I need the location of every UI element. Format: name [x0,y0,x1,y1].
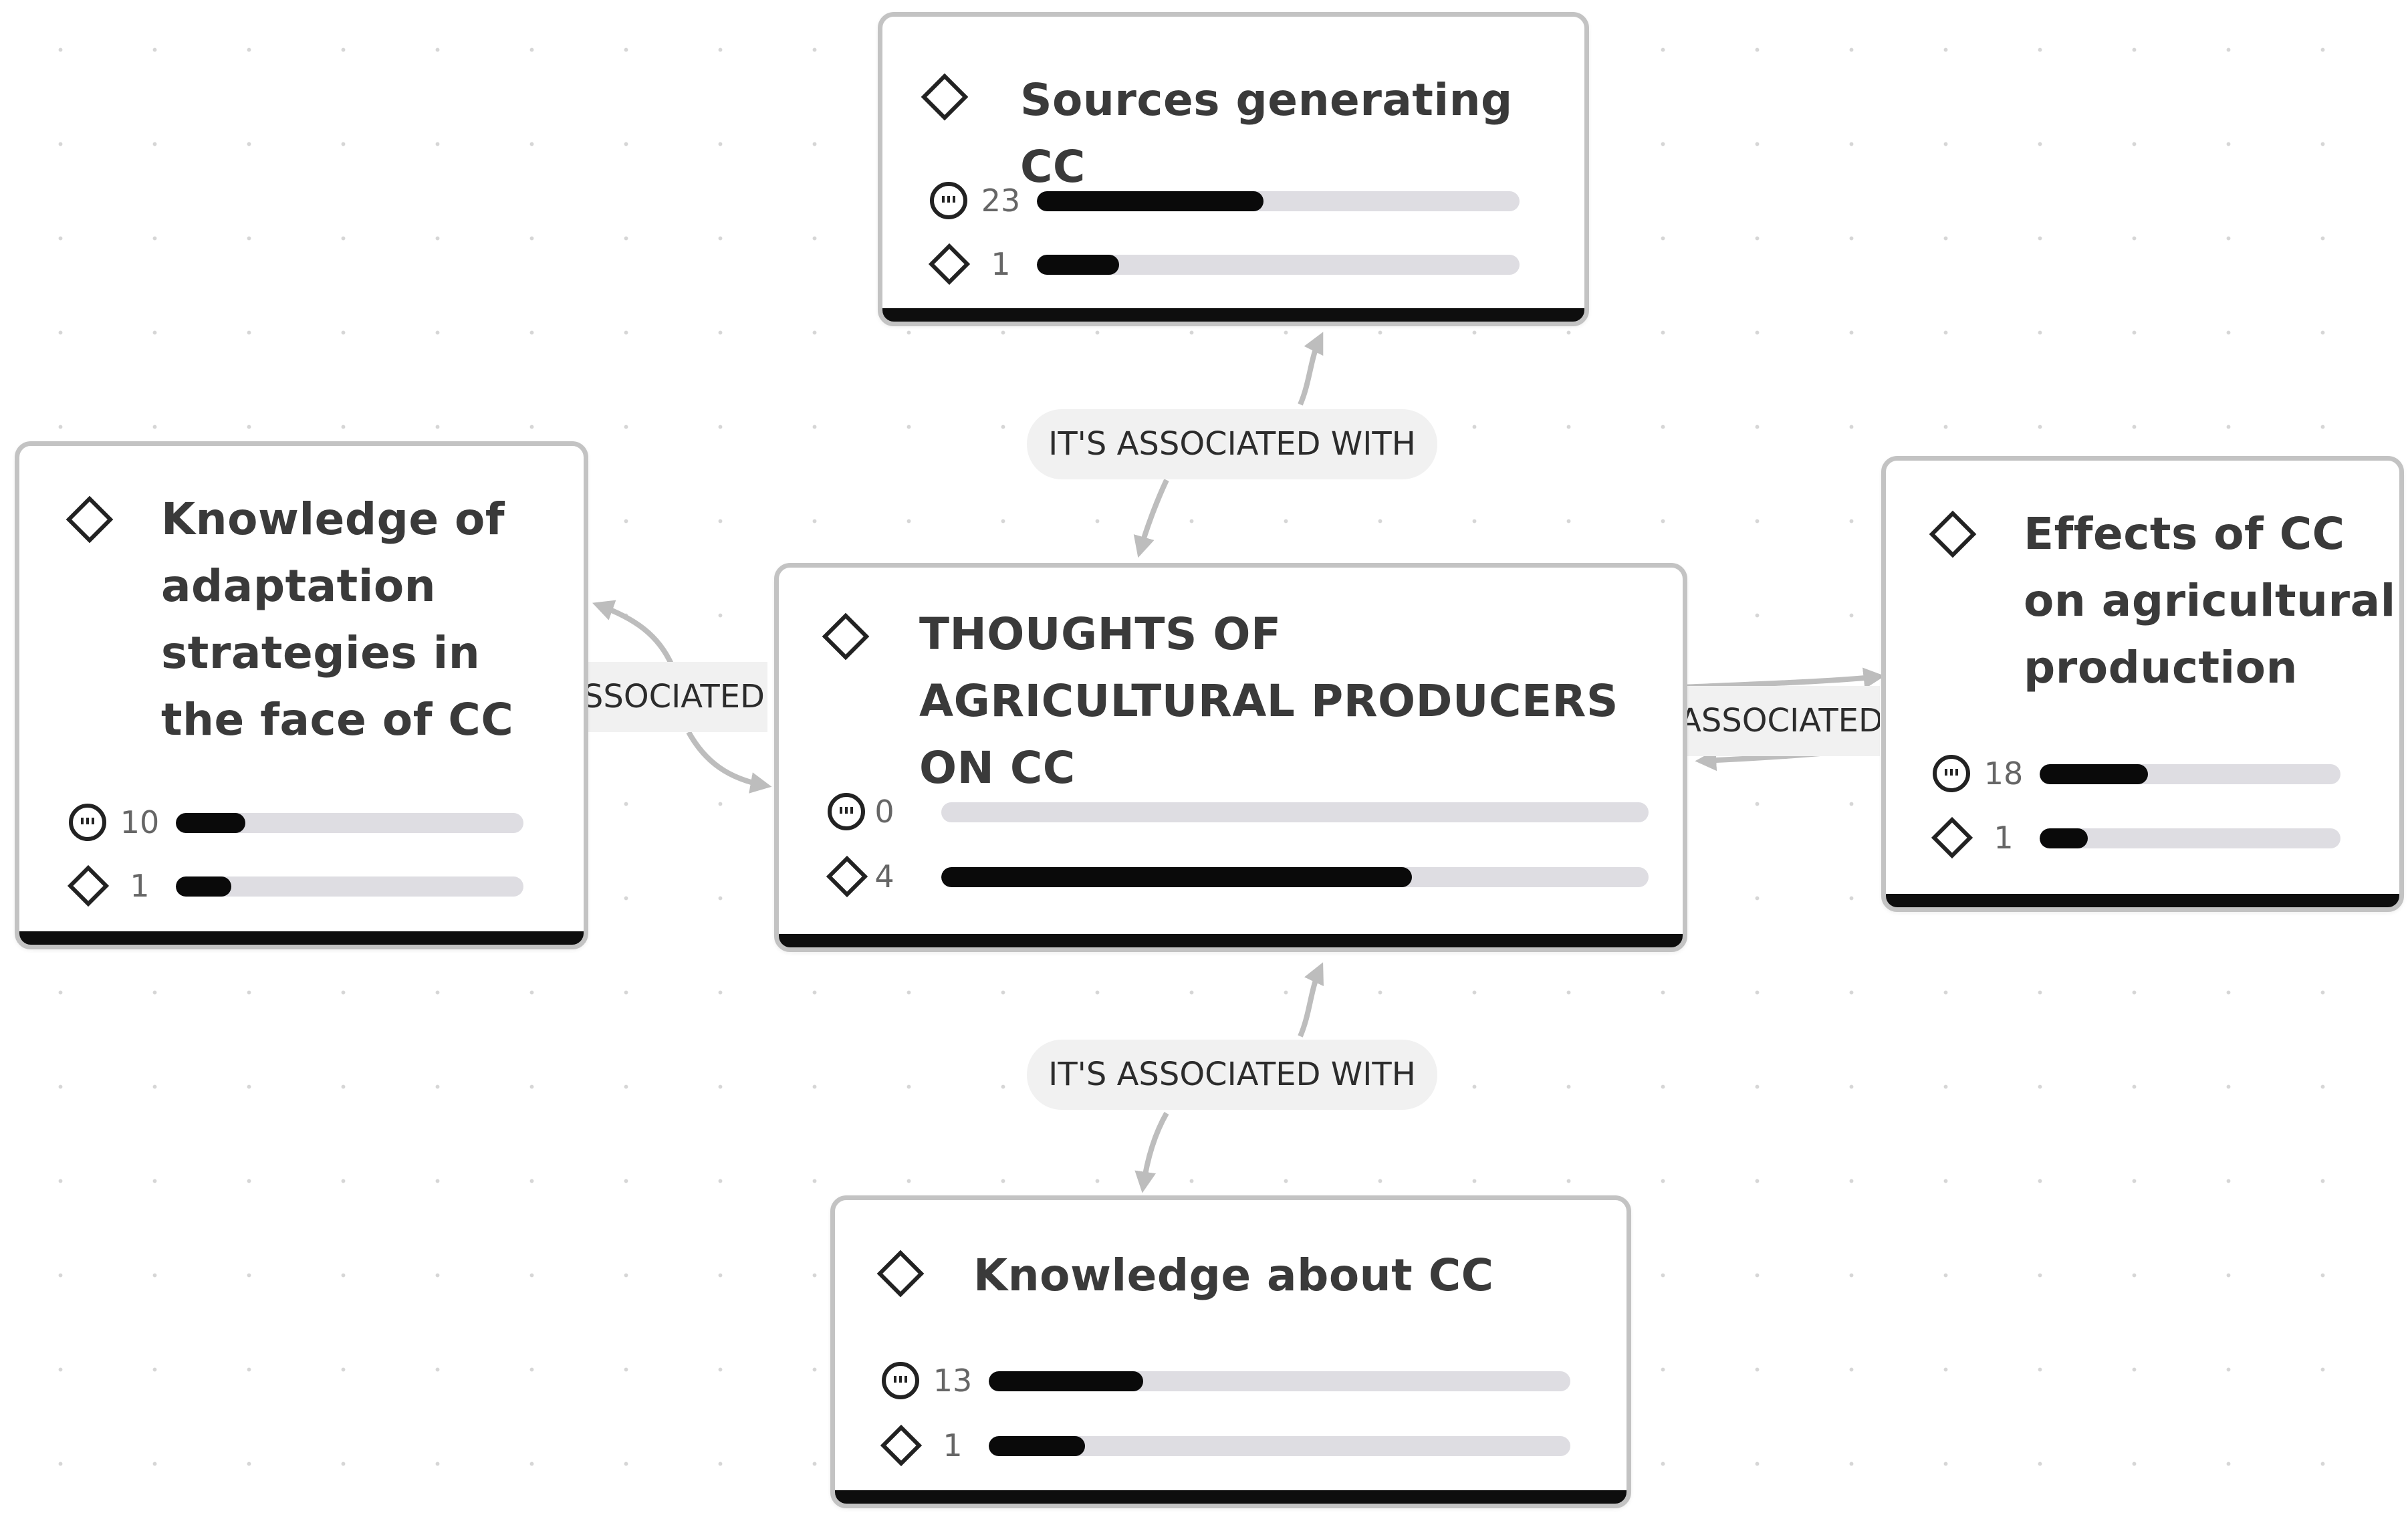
edge-line-left-upper[interactable] [592,600,675,667]
node-sources-generating-cc[interactable]: Sources generating CC 23 1 [878,12,1589,326]
node-title: Sources generating CC [1020,74,1513,193]
diamond-icon [921,73,969,121]
code-count: 1 [943,1427,963,1464]
code-count: 1 [130,868,150,904]
diamond-icon [928,243,971,285]
node-title: Knowledge about CC [973,1250,1494,1301]
code-stat: 1 [880,1424,1604,1467]
quote-icon [69,804,106,841]
quotation-bar [989,1371,1570,1391]
edge-line-left-lower[interactable] [686,731,772,794]
diamond-icon [67,864,110,907]
quote-icon [930,182,967,219]
code-count: 4 [874,858,894,895]
node-title: Knowledge of adaptation strategies in th… [161,493,514,745]
code-bar-fill [941,867,1412,887]
node-title: Effects of CC on agricultural production [2024,508,2396,693]
quotation-count: 10 [120,804,160,840]
code-stat: 1 [1931,816,2394,859]
node-knowledge-of-adaptation[interactable]: Knowledge of adaptation strategies in th… [15,441,588,949]
quotation-bar-fill [2040,764,2148,784]
quote-icon [882,1362,919,1399]
code-stat: 1 [67,864,577,907]
code-bar [176,876,523,897]
code-bar [2040,828,2340,848]
quotation-bar-fill [989,1371,1143,1391]
diamond-icon [822,612,870,661]
edge-label-bottom[interactable]: IT'S ASSOCIATED WITH [1027,1040,1437,1110]
quotation-bar [1037,191,1520,211]
edge-label-left[interactable]: SSOCIATED [579,662,767,732]
node-knowledge-about-cc[interactable]: Knowledge about CC 13 1 [830,1195,1631,1508]
code-stat: 4 [826,855,1657,898]
quotation-stat: 23 [930,181,1558,221]
edge-label-top[interactable]: IT'S ASSOCIATED WITH [1027,409,1437,479]
node-thoughts-of-producers[interactable]: THOUGHTS OF AGRICULTURAL PRODUCERS ON CC… [774,563,1687,952]
code-bar-fill [2040,828,2088,848]
quotation-stat: 13 [882,1361,1604,1401]
quotation-bar-fill [1037,191,1264,211]
quotation-bar-fill [176,813,245,833]
code-bar [1037,255,1520,275]
quotation-bar [176,813,523,833]
quotation-bar [2040,764,2340,784]
edge-line-bottom-upper[interactable] [1298,962,1324,1038]
diamond-icon [1929,510,1977,558]
code-count: 1 [1994,820,2014,856]
code-bar-fill [989,1436,1085,1456]
quote-icon [1933,755,1970,792]
quotation-count: 0 [874,794,894,830]
code-bar [989,1436,1570,1456]
code-count: 1 [991,246,1011,282]
quotation-count: 13 [933,1363,973,1399]
quote-icon [828,793,865,830]
diamond-icon [826,855,868,898]
quotation-stat: 18 [1933,753,2394,794]
diamond-icon [876,1250,925,1298]
edge-line-bottom-lower[interactable] [1134,1112,1169,1193]
quotation-count: 23 [981,183,1021,219]
quotation-bar [941,802,1649,822]
code-bar-fill [176,876,232,897]
diamond-icon [1931,816,1973,859]
quotation-stat: 0 [828,792,1657,832]
edge-label-right[interactable]: ASSOCIATED [1679,686,1880,756]
diamond-icon [880,1424,923,1467]
edge-line-top-lower[interactable] [1133,479,1169,558]
code-stat: 1 [928,243,1558,285]
code-bar [941,867,1649,887]
node-effects-of-cc[interactable]: Effects of CC on agricultural production… [1881,456,2404,912]
quotation-stat: 10 [69,802,577,842]
edge-line-top[interactable] [1298,332,1324,406]
quotation-count: 18 [1983,755,2024,792]
node-title: THOUGHTS OF AGRICULTURAL PRODUCERS ON CC [919,608,1618,794]
code-bar-fill [1037,255,1119,275]
diamond-icon [66,495,114,544]
